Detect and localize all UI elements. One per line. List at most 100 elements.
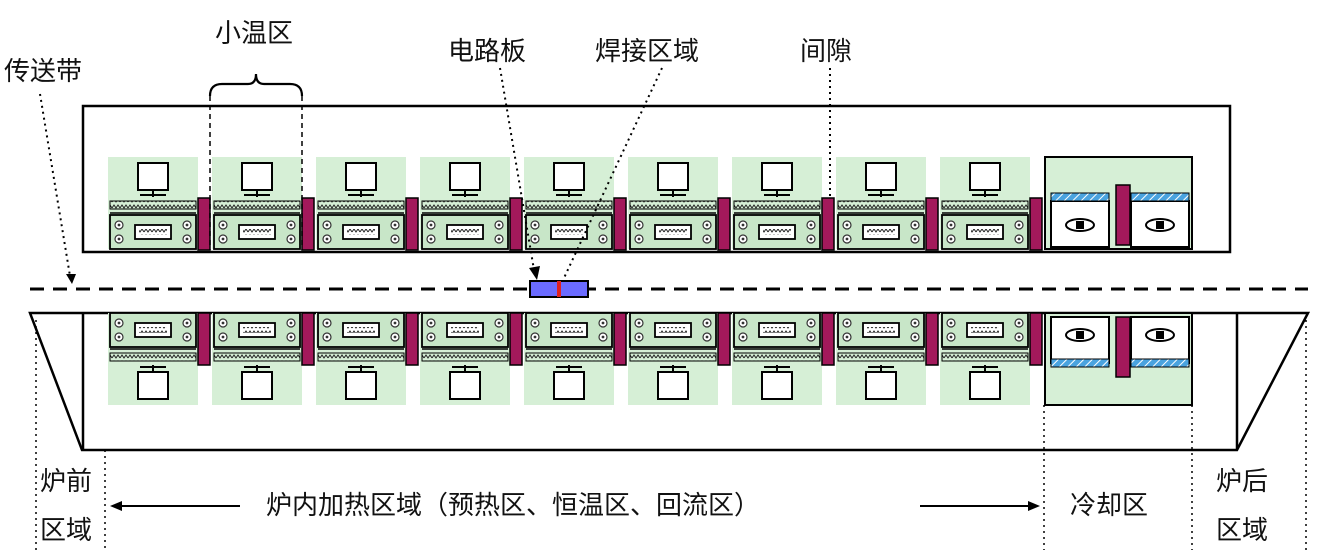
cooling-fan-hub [1156, 331, 1164, 339]
heating-zone-module [524, 157, 614, 250]
heating-zone-module [628, 157, 718, 250]
heater-box [865, 162, 897, 191]
fan-hub [741, 237, 745, 241]
blower-grille [659, 327, 687, 333]
blower-grille [867, 229, 895, 235]
heating-element [109, 200, 197, 210]
heating-element [421, 352, 509, 362]
blower-housing [421, 214, 509, 250]
cooling-fan-hub [1156, 221, 1164, 229]
heating-zone-module [316, 312, 406, 405]
zone-separator [717, 197, 731, 251]
heating-element [837, 200, 925, 210]
blower-grille [347, 327, 375, 333]
fan-hub [325, 223, 329, 227]
fan-hub [117, 335, 121, 339]
fan-hub [845, 237, 849, 241]
heating-zone-module [420, 312, 510, 405]
blower-grille [659, 229, 687, 235]
zone-separator [405, 197, 419, 251]
fan-hub [117, 321, 121, 325]
heating-arrowhead-left [110, 501, 122, 511]
heater-box [865, 371, 897, 400]
heater-box [137, 162, 169, 191]
fan-hub [185, 237, 189, 241]
heating-element [837, 352, 925, 362]
fan-hub [533, 335, 537, 339]
heating-zone-module [212, 312, 302, 405]
blower-grille [139, 327, 167, 333]
fan-hub [497, 335, 501, 339]
fan-hub [533, 321, 537, 325]
cooling-vent [1050, 358, 1110, 368]
lower-cooling-zone [1044, 312, 1193, 406]
heater-box [761, 162, 793, 191]
cooling-vent [1130, 358, 1190, 368]
fan-hub [913, 223, 917, 227]
rear-region-label-2: 区域 [1216, 516, 1269, 546]
fan-hub [637, 335, 641, 339]
zone-separator [821, 197, 835, 251]
fan-hub [1017, 237, 1021, 241]
fan-hub [913, 335, 917, 339]
fan-hub [221, 335, 225, 339]
fan-hub [325, 321, 329, 325]
fan-hub [705, 223, 709, 227]
heating-element [733, 352, 821, 362]
fan-hub [601, 237, 605, 241]
fan-hub [1017, 321, 1021, 325]
zone-separator [925, 197, 939, 251]
heating-element [733, 200, 821, 210]
cooling-separator [1115, 316, 1131, 378]
heating-element [629, 200, 717, 210]
front-region-label-1: 炉前 [40, 467, 93, 497]
fan-hub [601, 321, 605, 325]
heating-region-label: 炉内加热区域（预热区、恒温区、回流区） [266, 491, 761, 521]
heating-zone-module [628, 312, 718, 405]
heating-element [941, 200, 1029, 210]
rear-region-label-1: 炉后 [1216, 467, 1269, 497]
cooling-region-label: 冷却区 [1070, 491, 1149, 521]
blower-grille [555, 229, 583, 235]
fan-hub [705, 237, 709, 241]
fan-hub [393, 237, 397, 241]
front-region-label-2: 区域 [40, 516, 93, 546]
fan-hub [809, 237, 813, 241]
fan-hub [637, 223, 641, 227]
fan-hub [185, 335, 189, 339]
heating-element [525, 200, 613, 210]
heating-zone-module [316, 157, 406, 250]
blower-grille [971, 327, 999, 333]
conveyor-arrowhead [66, 274, 76, 284]
heating-zone-module [108, 157, 198, 250]
fan-hub [913, 321, 917, 325]
solder-area-label: 焊接区域 [595, 37, 700, 67]
zone-separator [509, 197, 523, 251]
zone-separator [925, 312, 939, 366]
fan-hub [601, 223, 605, 227]
circuit-board-label: 电路板 [448, 37, 527, 67]
blower-grille [139, 229, 167, 235]
fan-hub [809, 321, 813, 325]
fan-hub [289, 223, 293, 227]
fan-hub [429, 237, 433, 241]
fan-hub [705, 335, 709, 339]
heating-zone-module [732, 312, 822, 405]
heating-element [629, 352, 717, 362]
gap-label: 间隙 [800, 37, 853, 67]
heating-element [525, 352, 613, 362]
solder-leader [563, 67, 663, 279]
fan-hub [949, 237, 953, 241]
heater-box [137, 371, 169, 400]
upper-heating-zones [108, 157, 1043, 251]
heating-element [213, 352, 301, 362]
blower-grille [971, 229, 999, 235]
fan-hub [1017, 223, 1021, 227]
heating-zone-module [420, 157, 510, 250]
heater-box [969, 162, 1001, 191]
blower-housing [733, 214, 821, 250]
zone-separator [1029, 312, 1043, 366]
fan-hub [117, 237, 121, 241]
small-zone-brace [208, 73, 304, 97]
